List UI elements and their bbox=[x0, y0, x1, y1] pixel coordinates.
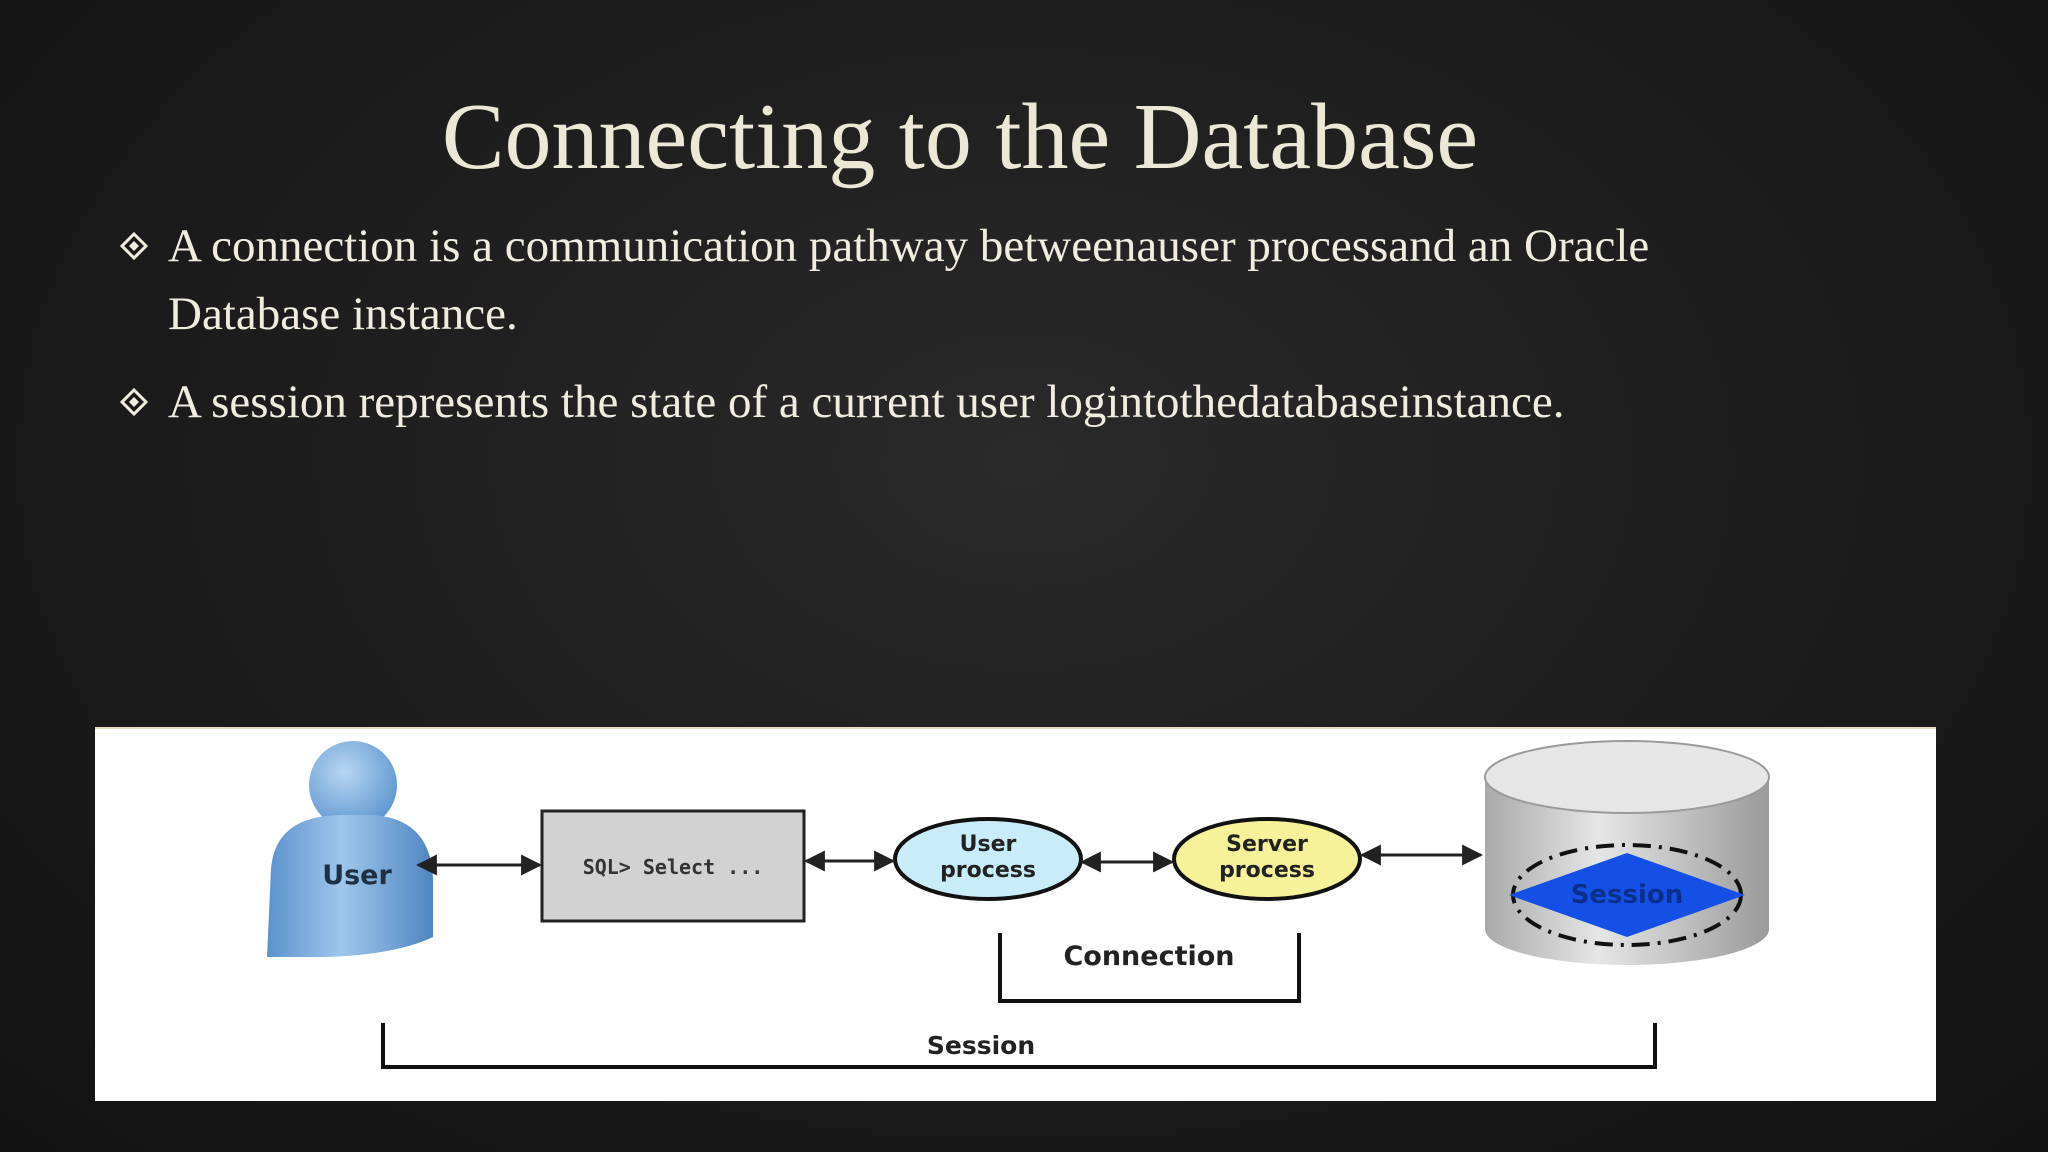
connection-label: Connection bbox=[1063, 941, 1234, 972]
bullet-text: A session represents the state of a curr… bbox=[168, 376, 1565, 428]
sql-box-label: SQL> Select ... bbox=[583, 855, 764, 879]
slide-title: Connecting to the Database bbox=[441, 85, 1479, 189]
server-process-label-line1: Server bbox=[1226, 832, 1308, 857]
session-diamond bbox=[1509, 853, 1745, 937]
server-process-label-line2: process bbox=[1219, 858, 1315, 883]
sql-box bbox=[540, 809, 806, 923]
user-process-label-line2: process bbox=[940, 858, 1036, 883]
user-process-label-line1: User bbox=[960, 832, 1017, 857]
diamond-bullet-icon bbox=[120, 232, 148, 260]
session-bracket bbox=[381, 1023, 1657, 1069]
database-session-label: Session bbox=[1571, 880, 1684, 910]
connection-bracket bbox=[998, 933, 1301, 1003]
bullet-text: A connection is a communication pathway … bbox=[168, 220, 1650, 340]
diamond-bullet-icon bbox=[120, 388, 148, 416]
bullet-item-connection: A connection is a communication pathway … bbox=[120, 212, 1820, 352]
bullet-item-session: A session represents the state of a curr… bbox=[120, 368, 1820, 438]
user-figure-icon bbox=[267, 741, 433, 957]
session-label: Session bbox=[927, 1031, 1035, 1060]
diagram-canvas: User SQL> Select ... User process Server… bbox=[267, 740, 1770, 1069]
user-label: User bbox=[322, 860, 392, 891]
connection-session-diagram: User SQL> Select ... User process Server… bbox=[95, 727, 1936, 1101]
